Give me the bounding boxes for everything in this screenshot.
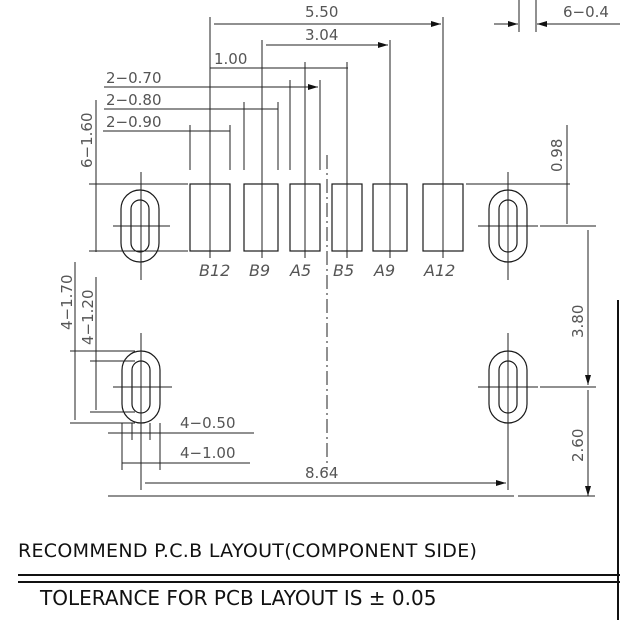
pin-label-b9: B9 — [249, 261, 270, 280]
dim-5-50: 5.50 — [305, 3, 338, 21]
frame-border — [617, 300, 619, 620]
pad-b9 — [243, 183, 279, 252]
dim-0-98: 0.98 — [548, 139, 566, 172]
slot-top-right — [478, 172, 538, 280]
dim-6-0-4: 6−0.4 — [563, 3, 609, 21]
tolerance-note: TOLERANCE FOR PCB LAYOUT IS ± 0.05 — [40, 586, 437, 610]
slot-bottom-right — [478, 333, 538, 440]
drawing-title: RECOMMEND P.C.B LAYOUT(COMPONENT SIDE) — [18, 540, 478, 562]
dim-3-80: 3.80 — [569, 305, 587, 338]
pad-row — [189, 170, 464, 258]
dim-4-1-20: 4−1.20 — [79, 289, 97, 345]
dim-1-00: 1.00 — [214, 50, 247, 68]
dim-8-64: 8.64 — [305, 464, 338, 482]
pin-label-a9: A9 — [373, 261, 395, 280]
dim-2-0-80: 2−0.80 — [106, 91, 162, 109]
dim-2-0-70: 2−0.70 — [106, 69, 162, 87]
dim-2-60: 2.60 — [569, 429, 587, 462]
dim-2-0-90: 2−0.90 — [106, 113, 162, 131]
title-underline — [18, 574, 620, 576]
pin-label-b12: B12 — [199, 261, 230, 280]
dim-4-1-70: 4−1.70 — [58, 274, 76, 330]
pin-label-a5: A5 — [289, 261, 311, 280]
dim-4-0-50: 4−0.50 — [180, 414, 236, 432]
pin-label-b5: B5 — [333, 261, 354, 280]
title-underline-2 — [18, 581, 620, 583]
dim-4-1-00: 4−1.00 — [180, 444, 236, 462]
slot-top-left — [113, 172, 170, 280]
pin-label-a12: A12 — [423, 261, 455, 280]
dim-3-04: 3.04 — [305, 26, 338, 44]
dim-6-1-60: 6−1.60 — [78, 112, 96, 168]
slot-bottom-left — [113, 333, 172, 440]
